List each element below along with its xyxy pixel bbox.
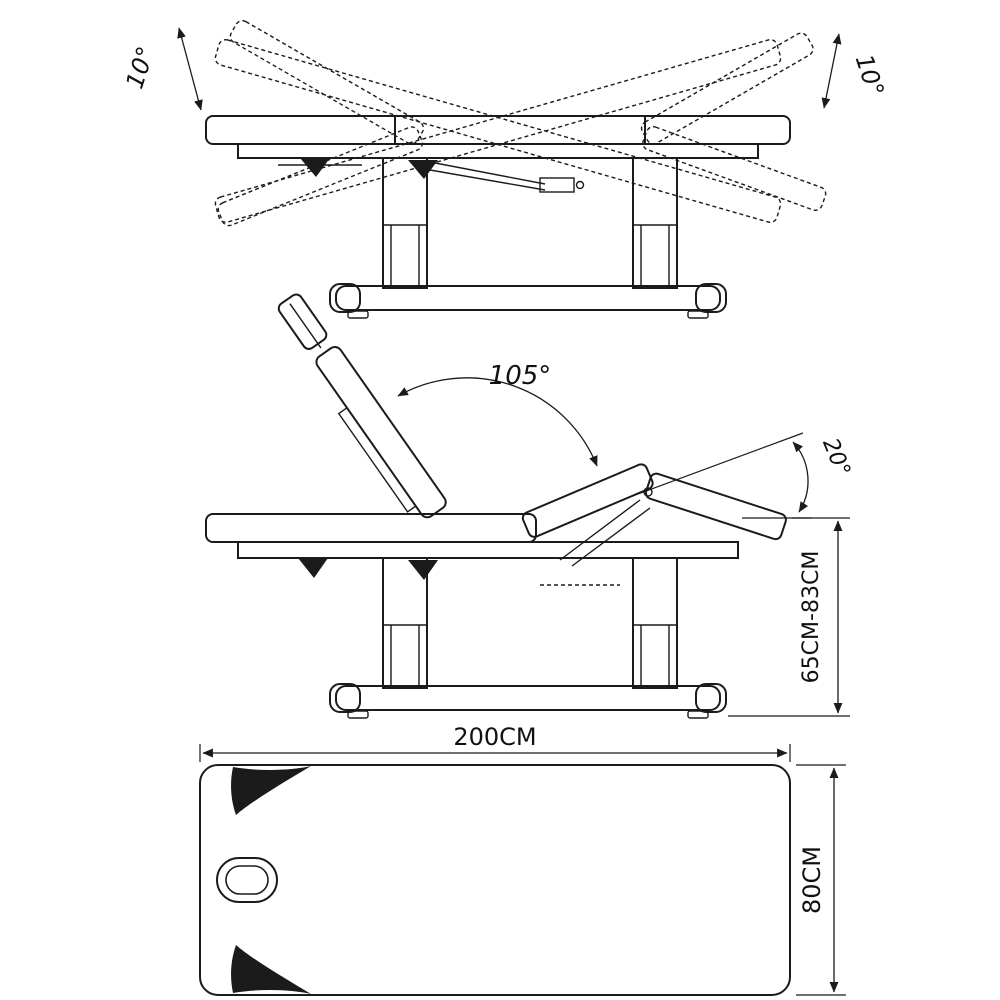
- length-dimension: [199, 744, 791, 762]
- raised-backrest: [277, 293, 447, 519]
- plan-view: 200CM 80CM: [199, 723, 846, 996]
- tilt-base: [329, 283, 727, 319]
- raised-view: 105° 20° 65CM-83CM: [205, 293, 855, 719]
- raised-calf-section: [644, 472, 787, 541]
- tilt-mechanism: [278, 158, 585, 193]
- raised-thigh-section: [521, 463, 654, 538]
- tilt-legs: [382, 157, 678, 289]
- plan-table-outline: [199, 764, 791, 996]
- raised-base: [329, 683, 727, 719]
- tilt-view: 10° 10°: [121, 19, 890, 319]
- leg-angle-label: 20°: [817, 435, 855, 481]
- face-hole: [216, 857, 278, 903]
- height-dimension: [728, 517, 850, 717]
- leg-angle-annotation: [629, 432, 812, 519]
- raised-frame-mechanism: [237, 487, 739, 586]
- length-label: 200CM: [453, 723, 536, 751]
- raised-platform: [205, 513, 537, 543]
- plan-head-cut-bottom: [231, 945, 311, 994]
- tilt-right-angle-label: 10°: [850, 51, 890, 100]
- plan-head-cut-top: [231, 766, 311, 815]
- width-label: 80CM: [798, 846, 826, 914]
- backrest-angle-label: 105°: [489, 361, 552, 391]
- raised-legs: [382, 557, 678, 689]
- tilt-dashed-positions: [214, 19, 827, 227]
- tilt-left-angle-label: 10°: [121, 43, 161, 92]
- tilt-table-top: [205, 115, 791, 159]
- tilt-angle-dimensions: [177, 27, 842, 111]
- width-dimension: [796, 764, 846, 996]
- backrest-angle-arc: [397, 377, 598, 467]
- height-range-label: 65CM-83CM: [799, 551, 824, 684]
